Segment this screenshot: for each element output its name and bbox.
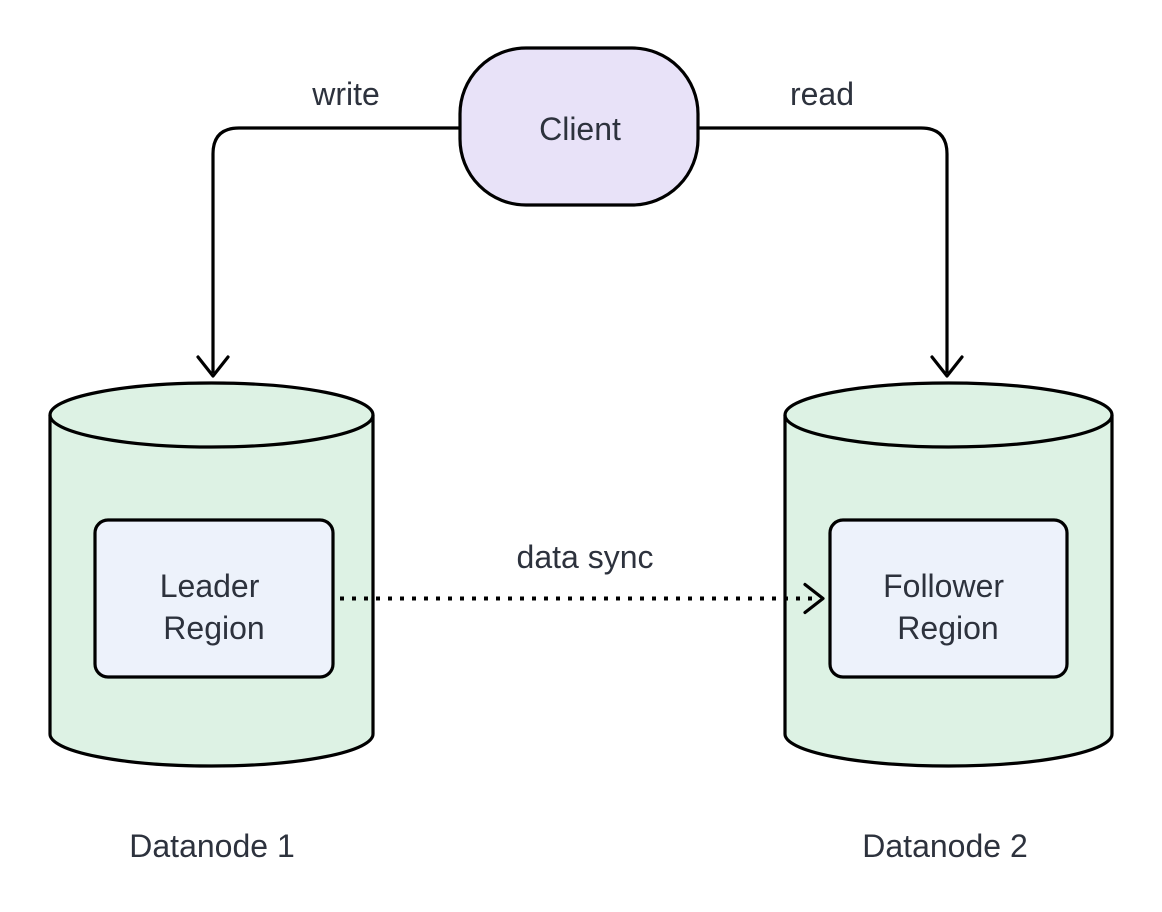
leader-region-label-line2: Region	[163, 610, 264, 646]
leader-region-label: Leader Region	[160, 568, 269, 646]
write-edge-label: write	[311, 76, 380, 112]
read-edge	[698, 126, 949, 373]
dotted-edges	[340, 582, 825, 615]
labels: Client write read data sync Leader Regio…	[129, 76, 1027, 864]
client-label: Client	[539, 111, 621, 147]
follower-region-label: Follower Region	[883, 568, 1013, 646]
read-edge-arrowhead-icon	[930, 355, 964, 378]
data-sync-edge-label: data sync	[517, 539, 654, 575]
data-sync-edge-arrowhead-icon	[803, 582, 825, 615]
leader-region-node	[93, 518, 335, 679]
follower-region-node	[828, 518, 1069, 679]
follower-region-label-line2: Region	[897, 610, 998, 646]
write-edge	[211, 126, 462, 373]
client-node	[458, 46, 700, 207]
datanode1-label: Datanode 1	[129, 828, 294, 864]
datanode2-cylinder-top	[783, 414, 1114, 449]
solid-edges	[196, 126, 964, 378]
datanode1-cylinder-top	[48, 414, 375, 449]
follower-region-label-line1: Follower	[883, 568, 1004, 604]
datanode2-label: Datanode 2	[862, 828, 1027, 864]
read-edge-label: read	[790, 76, 854, 112]
write-edge-arrowhead-icon	[196, 355, 230, 378]
leader-region-label-line1: Leader	[160, 568, 260, 604]
nodes	[48, 46, 1114, 768]
